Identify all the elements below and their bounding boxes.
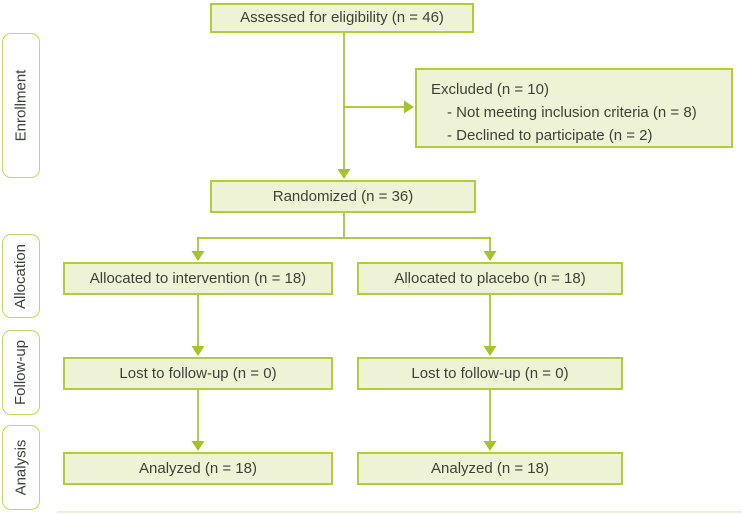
node-assessed: Assessed for eligibility (n = 46) [210, 3, 474, 33]
arrowhead-allocated-intervention [191, 251, 205, 261]
node-excluded: Excluded (n = 10) - Not meeting inclusio… [415, 68, 733, 148]
arrowhead-allocated-placebo [483, 251, 497, 261]
node-analyzed-intervention: Analyzed (n = 18) [63, 452, 333, 485]
node-allocated-placebo: Allocated to placebo (n = 18) [357, 262, 623, 295]
arrowhead-randomized [337, 169, 351, 179]
node-excluded-item-1: - Not meeting inclusion criteria (n = 8) [447, 104, 697, 121]
bottom-edge-line [57, 511, 742, 513]
node-lost-placebo: Lost to follow-up (n = 0) [357, 357, 623, 390]
stage-analysis-label: Analysis [12, 439, 30, 496]
stage-followup: Follow-up [2, 330, 40, 415]
stage-enrollment: Enrollment [2, 33, 40, 178]
node-analyzed-placebo: Analyzed (n = 18) [357, 452, 623, 485]
stage-allocation: Allocation [2, 234, 40, 318]
stage-followup-label: Follow-up [12, 339, 30, 406]
node-lost-intervention: Lost to follow-up (n = 0) [63, 357, 333, 390]
arrowhead-lost-placebo [483, 346, 497, 356]
node-excluded-item-2: - Declined to participate (n = 2) [447, 127, 653, 144]
arrowhead-analyzed-intervention [191, 441, 205, 451]
stage-analysis: Analysis [2, 425, 40, 510]
arrowhead-excluded [404, 100, 414, 114]
stage-enrollment-label: Enrollment [12, 69, 30, 142]
node-allocated-intervention: Allocated to intervention (n = 18) [63, 262, 333, 295]
arrowhead-lost-intervention [191, 346, 205, 356]
stage-allocation-label: Allocation [12, 243, 30, 309]
node-excluded-title: Excluded (n = 10) [431, 81, 549, 98]
node-randomized: Randomized (n = 36) [210, 180, 476, 213]
arrowhead-analyzed-placebo [483, 441, 497, 451]
